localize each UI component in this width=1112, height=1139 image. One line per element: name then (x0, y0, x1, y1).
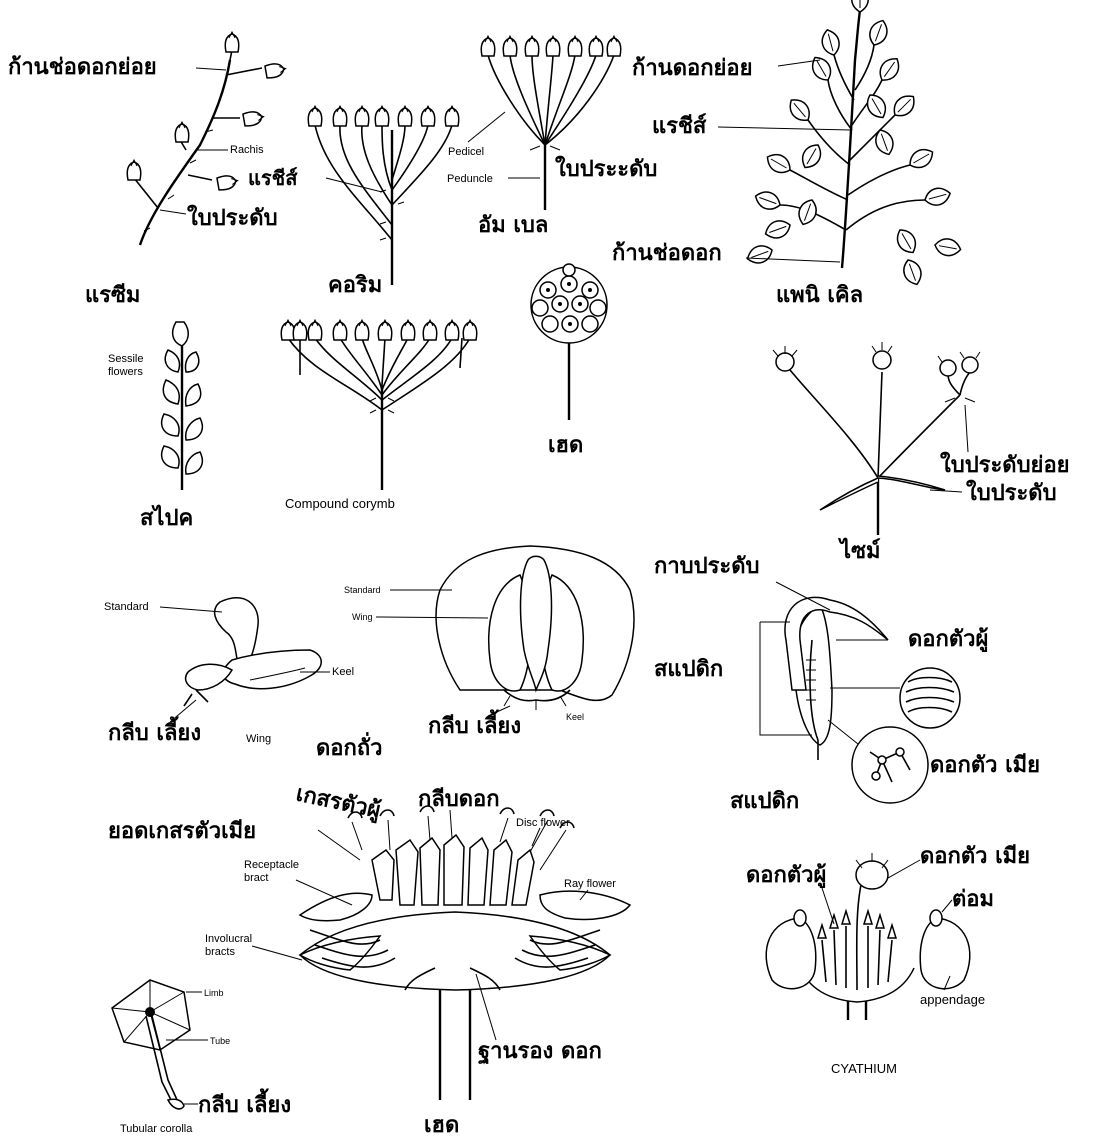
pea-keel-label-1: Keel (332, 666, 354, 678)
pea-calyx-label-1: กลีบ เลี้ยง (108, 716, 201, 746)
umbel-figure (481, 36, 621, 210)
spike-title: สไปค (140, 504, 193, 531)
head-figure (531, 264, 607, 420)
tubular-corolla-figure (112, 980, 190, 1109)
raceme-title: แรซีม (85, 283, 140, 308)
head2-stamen-label: เกสรตัวผู้ (294, 781, 383, 824)
corymb-title: คอริม (328, 273, 382, 298)
pea-keel-label-2: Keel (566, 712, 584, 722)
head2-involucral-label: Involucralbracts (205, 933, 252, 958)
pea-standard-label-2: Standard (344, 585, 381, 595)
cyme-bract-label: ใบประดับ (966, 479, 1057, 506)
corymb-figure (308, 106, 459, 285)
cyath-appendage-label: appendage (920, 992, 985, 1007)
spadix-side-label: สแปดิก (654, 657, 723, 682)
cyath-male-label: ดอกตัวผู้ (746, 863, 826, 889)
pea-wing-label-1: Wing (246, 733, 271, 745)
spadix-male-label: ดอกตัวผู้ (908, 627, 988, 653)
panicle-title: แพนิ เคิล (776, 283, 863, 308)
spike-sessile-line2: flowers (108, 366, 143, 378)
compound-corymb-title: Compound corymb (285, 496, 395, 511)
tubular-tube-label: Tube (210, 1036, 230, 1046)
cyme-title: ไซม์ (838, 537, 881, 564)
spadix-spathe-label: กาบประดับ (654, 554, 760, 579)
panicle-pedicel-label: ก้านดอกย่อย (632, 56, 753, 81)
pea-calyx-label-2: กลีบ เลี้ยง (428, 709, 521, 739)
compound-corymb-figure (281, 320, 477, 490)
involucral-line2: bracts (205, 946, 235, 958)
pea-title: ดอกถั่ว (316, 731, 383, 761)
head2-receptacle-bract-label: Receptaclebract (244, 859, 299, 884)
corymb-rachis-label: แรชีส์ (248, 166, 298, 190)
pea-standard-label-1: Standard (104, 601, 149, 613)
receptacle-bract-line1: Receptacle (244, 859, 299, 871)
receptacle-bract-line2: bract (244, 872, 268, 884)
raceme-rachis-label: Rachis (230, 144, 264, 156)
head2-petal-label: กลีบดอก (418, 787, 500, 812)
panicle-figure (745, 0, 962, 287)
pea-flower-side-figure (184, 598, 321, 706)
head2-receptacle-label: ฐานรอง ดอก (478, 1039, 602, 1065)
cyme-figure (773, 342, 980, 535)
tubular-calyx-label: กลีบ เลี้ยง (198, 1088, 291, 1118)
spike-sessile-label: Sessileflowers (108, 353, 143, 378)
spadix-female-label: ดอกตัว เมีย (930, 753, 1040, 778)
pea-wing-label-2: Wing (352, 612, 373, 622)
panicle-peduncle-label: ก้านช่อดอก (612, 241, 722, 266)
tubular-limb-label: Limb (204, 988, 224, 998)
raceme-pedicel-label: ก้านช่อดอกย่อย (8, 55, 157, 80)
cyme-subbract-label: ใบประดับย่อย (940, 451, 1070, 478)
head2-stigma-label: ยอดเกสรตัวเมีย (108, 819, 256, 844)
umbel-peduncle-label: Peduncle (447, 173, 493, 185)
umbel-bract-label: ใบประะดับ (555, 155, 657, 182)
umbel-pedicel-label: Pedicel (448, 146, 484, 158)
umbel-title: อัม เบล (478, 213, 548, 238)
head2-ray-label: Ray flower (564, 878, 616, 890)
head2-disc-label: Disc flower (516, 817, 570, 829)
spike-figure (162, 322, 203, 490)
head-title: เฮด (548, 433, 583, 458)
cyath-female-label: ดอกตัว เมีย (920, 844, 1030, 869)
cyath-gland-label: ต่อม (952, 887, 994, 912)
panicle-rachis-label: แรชีส์ (652, 113, 707, 139)
pea-flower-front-figure (436, 546, 634, 710)
cyath-title: CYATHIUM (831, 1061, 897, 1076)
tubular-title: Tubular corolla (120, 1123, 193, 1135)
spadix-title: สแปดิก (730, 789, 799, 814)
head2-title: เฮด (424, 1113, 459, 1138)
raceme-bract-label: ใบประดับ (187, 204, 278, 231)
spike-sessile-line1: Sessile (108, 353, 143, 365)
involucral-line1: Involucral (205, 933, 252, 945)
